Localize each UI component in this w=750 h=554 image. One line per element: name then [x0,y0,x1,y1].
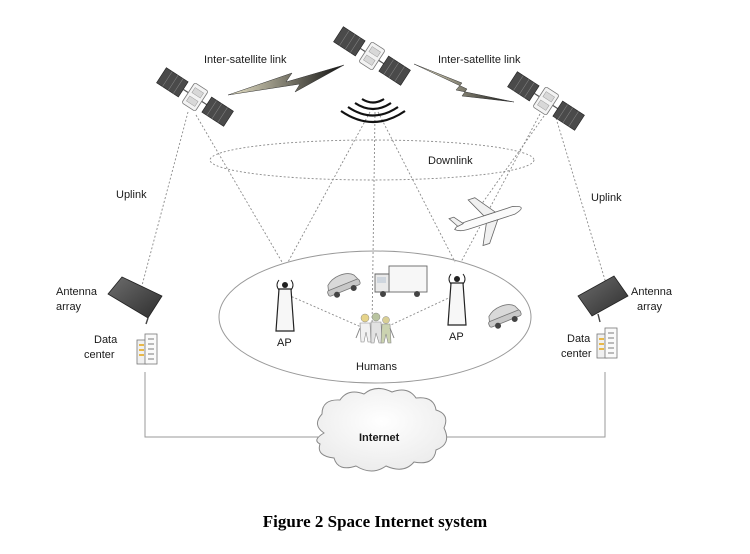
signal-waves-icon [340,98,406,123]
data-center-icon [596,327,618,359]
airplane-icon [448,197,522,247]
truck-icon [374,265,428,297]
downlink-ellipse [209,139,535,181]
figure-caption: Figure 2 Space Internet system [263,512,487,531]
humans-icon [355,312,395,344]
antenna-array-label: array [56,301,82,313]
downlink-label: Downlink [428,155,473,167]
car-icon [488,304,522,329]
data-center-label: center [84,349,115,361]
antenna-array-label: Antenna [56,286,98,298]
ap-label: AP [449,331,464,343]
cloud-icon [316,388,448,472]
humans-label: Humans [356,361,397,373]
satellite-icon [154,64,236,130]
car-icon [327,273,361,298]
antenna-array-label: array [637,301,663,313]
satellite-icon [331,23,413,89]
satellite-icon [505,68,587,134]
ap-label: AP [277,337,292,349]
backhaul-wires [144,372,606,438]
antenna-tower-icon [447,273,467,326]
antenna-array-icon [107,276,163,325]
data-center-label: Data [567,333,591,345]
antenna-array-icon [577,275,629,323]
uplink-label: Uplink [116,189,147,201]
inter-satellite-link-label: Inter-satellite link [438,54,521,66]
coverage-area-ellipse [218,250,532,384]
antenna-tower-icon [275,279,295,332]
uplink-label: Uplink [591,192,622,204]
lightning-link-icon [227,64,345,96]
antenna-array-label: Antenna [631,286,673,298]
data-center-label: Data [94,334,118,346]
data-center-icon [136,333,158,365]
data-center-label: center [561,348,592,360]
internet-label: Internet [359,432,400,444]
lightning-link-icon [413,63,515,103]
link-lines [139,111,609,331]
inter-satellite-link-label: Inter-satellite link [204,54,287,66]
